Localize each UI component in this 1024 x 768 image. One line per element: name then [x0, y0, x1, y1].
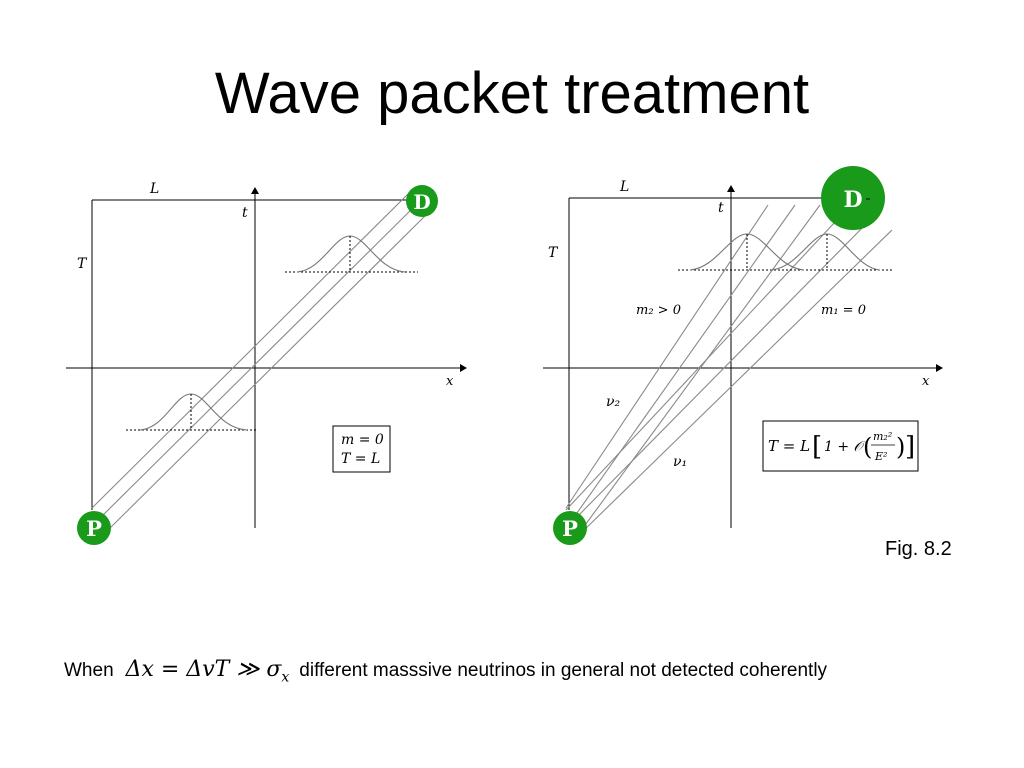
right-nu1-worldlines [565, 205, 893, 535]
left-detector-marker [406, 185, 438, 217]
left-lower-packet [139, 393, 248, 431]
right-m1-label: m₁ = 0 [821, 303, 866, 318]
right-T-label: T [548, 245, 559, 261]
left-detector-label: D [413, 190, 430, 214]
right-formula-den: E² [874, 450, 887, 463]
left-worldlines [91, 191, 432, 535]
figure-diagrams: L t T x m = 0 T = L P D [66, 166, 943, 545]
right-nu2-label: ν₂ [606, 394, 621, 410]
svg-text:): ) [896, 433, 905, 461]
right-source-marker [553, 511, 587, 545]
left-source-label: P [86, 516, 102, 541]
slide-title: Wave packet treatment [214, 61, 810, 126]
footer-lead: When [64, 660, 114, 681]
right-t-label: t [718, 200, 724, 216]
left-T-label: T [77, 256, 88, 272]
left-info-box [332, 425, 391, 473]
figure-caption: Fig. 8.2 [885, 538, 952, 560]
footer-formula-sub: x [281, 669, 290, 686]
left-x-label: x [446, 374, 454, 389]
svg-text:]: ] [905, 432, 915, 462]
left-box-line2: T = L [341, 451, 380, 467]
right-formula-body: 1 + 𝒪 [824, 439, 866, 455]
right-formula-num: m₂² [873, 430, 892, 443]
right-detector-label: D [843, 187, 862, 213]
footer-trail: different masssive neutrinos in general … [299, 660, 828, 681]
left-box-line1: m = 0 [341, 432, 384, 448]
svg-text:(: ( [863, 433, 872, 461]
right-panel: L t T x m₂ > 0 m₁ = 0 ν₂ ν₁ T = L [ 1 + … [543, 166, 943, 545]
right-nu2-worldlines [565, 204, 821, 533]
left-L-label: L [149, 181, 159, 197]
right-L-label: L [619, 179, 629, 195]
right-formula-lhs: T = L [768, 437, 810, 455]
svg-text:[: [ [812, 432, 822, 462]
right-source-label: P [562, 516, 578, 541]
right-m2-label: m₂ > 0 [636, 303, 681, 318]
left-upper-packet [296, 235, 406, 273]
footer-formula: Δx = ΔvT ≫ σx [125, 656, 290, 686]
footer-statement: When Δx = ΔvT ≫ σx different masssive ne… [64, 656, 827, 686]
right-formula-box [762, 420, 919, 472]
right-x-label: x [922, 374, 930, 389]
left-t-label: t [242, 205, 248, 221]
right-nu1-label: ν₁ [673, 454, 687, 470]
left-source-marker [77, 511, 111, 545]
left-panel: L t T x m = 0 T = L P D [66, 181, 467, 545]
right-detector-marker [821, 166, 885, 230]
